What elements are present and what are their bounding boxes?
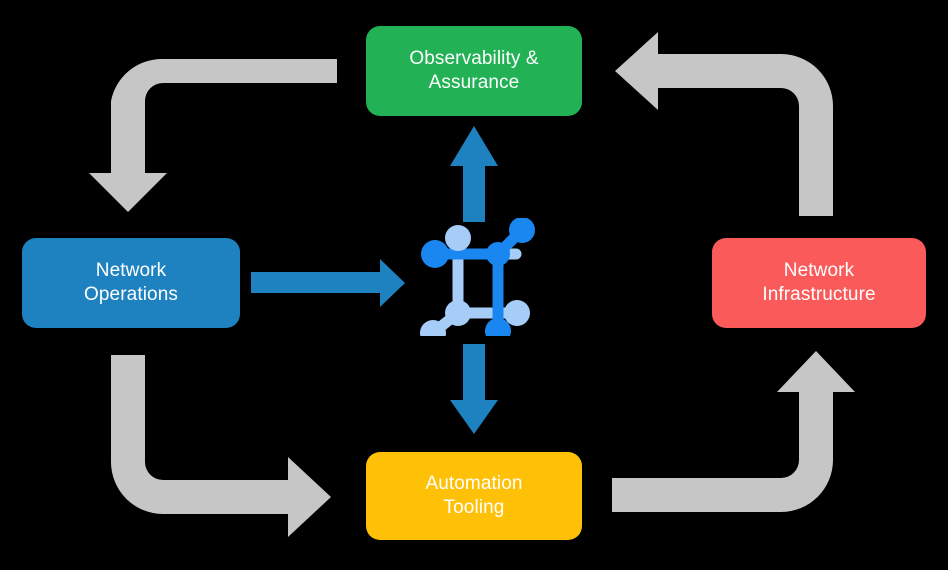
node-network-infrastructure[interactable]: Network Infrastructure <box>712 238 926 328</box>
node-label-automation-tooling: Automation Tooling <box>425 472 523 518</box>
arrow-operations-to-automation <box>111 355 331 537</box>
node-label-observability-assurance: Observability & Assurance <box>409 47 539 93</box>
node-network-operations[interactable]: Network Operations <box>22 238 240 328</box>
arrow-observability-to-operations <box>89 58 337 213</box>
arrow-center-to-automation <box>450 344 498 434</box>
node-label-network-infrastructure: Network Infrastructure <box>762 259 876 305</box>
arrow-infrastructure-to-observability <box>615 32 833 216</box>
node-label-network-operations: Network Operations <box>84 259 178 305</box>
node-observability-assurance[interactable]: Observability & Assurance <box>366 26 582 116</box>
arrow-center-to-observability <box>450 126 498 222</box>
arrow-automation-to-infrastructure <box>612 351 855 512</box>
arrow-operations-to-center <box>251 259 405 307</box>
node-automation-tooling[interactable]: Automation Tooling <box>366 452 582 540</box>
network-topology-icon <box>420 218 535 336</box>
